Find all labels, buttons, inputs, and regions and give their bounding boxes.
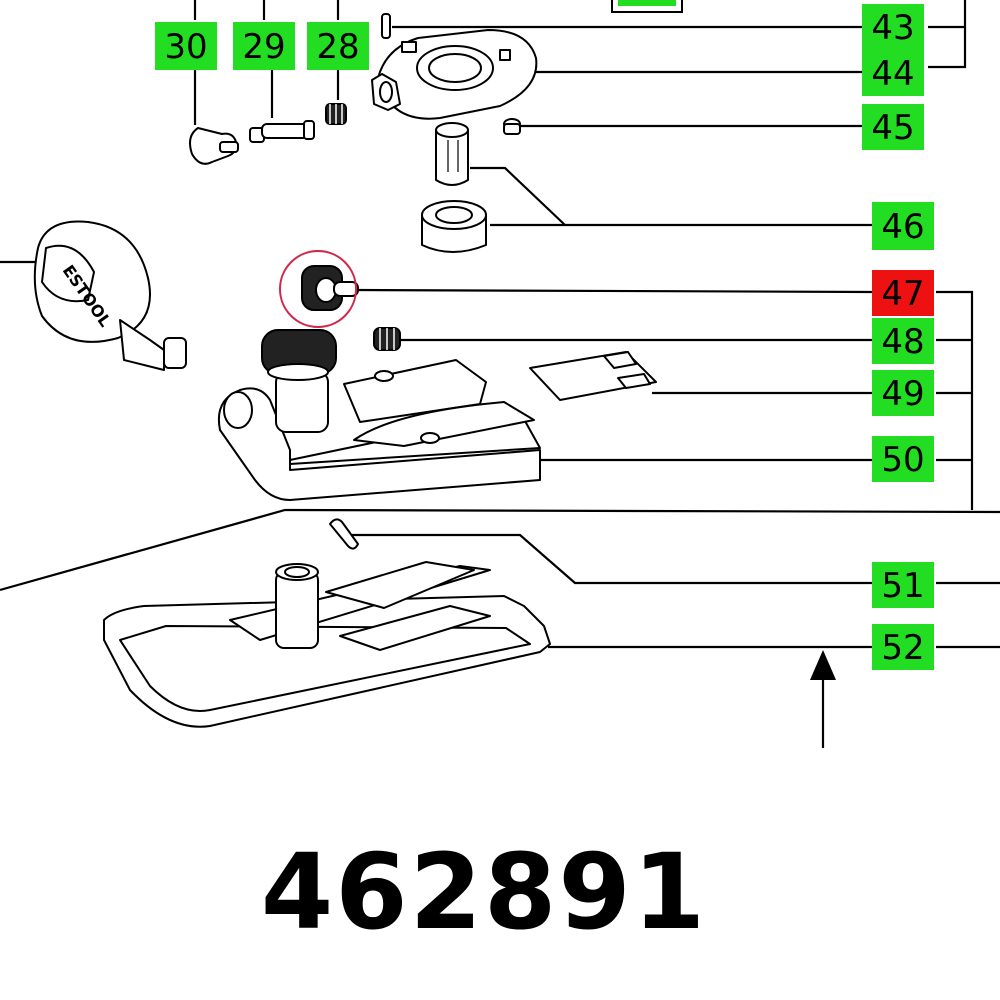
callout-box [872, 318, 934, 364]
callout-box [872, 624, 934, 670]
highlight-ring [279, 250, 357, 328]
part-44-clamp-ring [371, 29, 538, 120]
leader-lines [0, 0, 1000, 748]
part-30-wing-screw [189, 127, 239, 165]
callout-49: 49 [872, 370, 934, 416]
callout-box [872, 436, 934, 482]
callout-box [872, 370, 934, 416]
callout-label: 49 [881, 374, 924, 414]
part-48-spring [373, 327, 401, 351]
callout-box [872, 562, 934, 608]
callout-box [862, 50, 924, 96]
callout-label: 51 [881, 566, 924, 606]
callout-label: 28 [316, 27, 359, 67]
part-28-spring [325, 103, 347, 125]
callout-29: 29 [233, 22, 295, 70]
callout-28: 28 [307, 22, 369, 70]
callout-label: 52 [881, 628, 924, 668]
part-49-clip [529, 351, 657, 401]
callout-box [155, 22, 217, 70]
part-number: 462891 [261, 831, 707, 953]
callout-box [872, 270, 934, 316]
callout-label: 30 [164, 27, 207, 67]
callout-label: 50 [881, 440, 924, 480]
part-52-sole-plate [103, 561, 551, 728]
part-47-knurled-knob [301, 265, 359, 311]
callout-label: 43 [871, 8, 914, 48]
part-45-screw [503, 118, 521, 135]
callout-label: 29 [242, 27, 285, 67]
callout-label: 48 [881, 322, 924, 362]
part-46-nut-sleeve [421, 122, 487, 253]
callout-30: 30 [155, 22, 217, 70]
callout-47: 47 [872, 270, 934, 316]
callout-label: 45 [871, 108, 914, 148]
callout-box [872, 202, 934, 250]
callout-45: 45 [862, 104, 924, 150]
callout-box [233, 22, 295, 70]
part-43-pin [381, 13, 391, 39]
callout-51: 51 [872, 562, 934, 608]
callout-box [862, 4, 924, 50]
callout-box [307, 22, 369, 70]
callout-50: 50 [872, 436, 934, 482]
callout-46: 46 [872, 202, 934, 250]
callout-48: 48 [872, 318, 934, 364]
callout-44: 44 [862, 50, 924, 96]
callout-label: 46 [881, 207, 924, 247]
callout-label: 44 [871, 54, 914, 94]
part-50-base-plate [218, 329, 541, 501]
knob-assembly: ESTOOL [33, 220, 187, 371]
callout-52: 52 [872, 624, 934, 670]
callout-box [862, 104, 924, 150]
callout-label: 47 [881, 274, 924, 314]
callout-43: 43 [862, 4, 924, 50]
part-29-shaft [249, 120, 315, 143]
part-51-pin [329, 518, 359, 550]
callouts: 30 29 28 43 44 45 46 47 48 49 50 51 52 [155, 4, 934, 670]
